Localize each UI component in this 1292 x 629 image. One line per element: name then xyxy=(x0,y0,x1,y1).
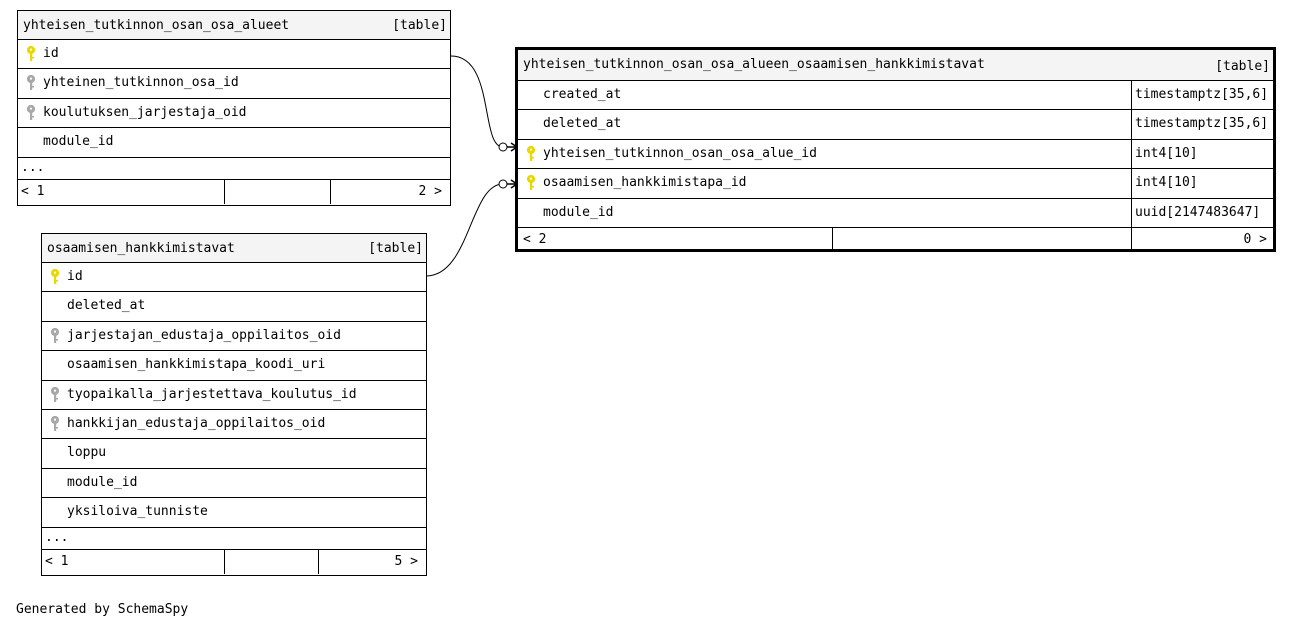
column-row[interactable]: osaamisen_hankkimistapa_id int4[10] xyxy=(518,169,1273,199)
column-row[interactable]: deleted_at xyxy=(42,292,426,322)
foreign-key-icon xyxy=(50,327,60,345)
table-name[interactable]: osaamisen_hankkimistavat xyxy=(47,241,235,256)
column-type: timestamptz[35,6] xyxy=(1131,110,1273,139)
column-name: deleted_at xyxy=(67,298,146,314)
table-footer: < 2 0 > xyxy=(518,227,1273,252)
relationship-end-circle xyxy=(498,142,508,152)
table-footer: < 1 5 > xyxy=(42,549,426,574)
table-kind: [table] xyxy=(368,241,423,256)
column-name: tyopaikalla_jarjestettava_koulutus_id xyxy=(67,386,357,402)
column-row[interactable]: deleted_at timestamptz[35,6] xyxy=(518,110,1273,140)
table-osa-alueet[interactable]: yhteisen_tutkinnon_osan_osa_alueet [tabl… xyxy=(17,10,451,206)
more-columns-ellipsis[interactable]: ... xyxy=(18,158,450,180)
column-name: jarjestajan_edustaja_oppilaitos_oid xyxy=(67,327,341,343)
column-name: yksiloiva_tunniste xyxy=(67,504,208,520)
column-type: timestamptz[35,6] xyxy=(1131,81,1273,110)
footer-parents[interactable]: < 2 xyxy=(518,228,832,252)
column-name: loppu xyxy=(67,445,107,461)
column-name: yhteisen_tutkinnon_osan_osa_alue_id xyxy=(543,145,817,161)
column-row[interactable]: yhteisen_tutkinnon_osan_osa_alue_id int4[… xyxy=(518,139,1273,170)
column-type: int4[10] xyxy=(1131,139,1273,169)
parents-count: < 1 xyxy=(21,183,45,199)
footer-middle xyxy=(832,227,1131,252)
children-count: 5 > xyxy=(394,553,418,569)
footer-parents[interactable]: < 1 xyxy=(42,550,224,574)
footer-middle xyxy=(224,179,330,204)
footer-middle xyxy=(224,549,318,574)
foreign-key-icon xyxy=(50,415,60,433)
table-header: yhteisen_tutkinnon_osan_osa_alueen_osaam… xyxy=(518,50,1273,81)
parents-count: < 1 xyxy=(45,553,69,569)
column-name: hankkijan_edustaja_oppilaitos_oid xyxy=(67,415,326,431)
primary-key-icon xyxy=(526,145,536,163)
parents-count: < 2 xyxy=(523,231,547,247)
column-row[interactable]: jarjestajan_edustaja_oppilaitos_oid xyxy=(42,322,426,352)
column-type: int4[10] xyxy=(1131,169,1273,198)
column-name: created_at xyxy=(543,87,622,102)
table-name[interactable]: yhteisen_tutkinnon_osan_osa_alueen_osaam… xyxy=(523,57,985,72)
table-kind: [table] xyxy=(1215,59,1270,74)
more-columns-ellipsis[interactable]: ... xyxy=(42,528,426,550)
table-header: osaamisen_hankkimistavat [table] xyxy=(42,234,426,263)
relationship-hankkimistapa xyxy=(425,183,504,277)
column-name: yhteinen_tutkinnon_osa_id xyxy=(43,75,239,91)
relationship-osa-alue xyxy=(450,55,504,148)
column-type: uuid[2147483647] xyxy=(1131,198,1273,227)
column-row[interactable]: id xyxy=(18,40,450,70)
table-header: yhteisen_tutkinnon_osan_osa_alueet [tabl… xyxy=(18,11,450,40)
column-row[interactable]: created_at timestamptz[35,6] xyxy=(518,81,1273,111)
generated-by-text: Generated by SchemaSpy xyxy=(16,602,189,617)
table-hankkimistavat[interactable]: osaamisen_hankkimistavat [table] id delet… xyxy=(41,233,427,576)
column-name: osaamisen_hankkimistapa_id xyxy=(543,175,747,191)
children-count: 2 > xyxy=(418,183,442,199)
footer-children[interactable]: 5 > xyxy=(318,549,426,574)
column-list: created_at timestamptz[35,6] deleted_at tim… xyxy=(518,81,1273,228)
column-row[interactable]: koulutuksen_jarjestaja_oid xyxy=(18,99,450,129)
column-row[interactable]: module_id uuid[2147483647] xyxy=(518,198,1273,228)
column-row[interactable]: id xyxy=(42,263,426,293)
column-row[interactable]: loppu xyxy=(42,439,426,469)
column-name: module_id xyxy=(543,204,614,220)
primary-key-icon xyxy=(50,268,60,286)
table-name[interactable]: yhteisen_tutkinnon_osan_osa_alueet xyxy=(23,18,290,33)
column-name: id xyxy=(43,46,59,61)
primary-key-icon xyxy=(526,174,536,192)
foreign-key-icon xyxy=(50,386,60,404)
column-name: deleted_at xyxy=(543,116,622,132)
column-row[interactable]: yksiloiva_tunniste xyxy=(42,498,426,528)
primary-key-icon xyxy=(26,45,36,63)
column-row[interactable]: module_id xyxy=(42,469,426,499)
children-count: 0 > xyxy=(1243,231,1267,247)
foreign-key-icon xyxy=(26,74,36,92)
foreign-key-icon xyxy=(26,104,36,122)
column-name: osaamisen_hankkimistapa_koodi_uri xyxy=(67,357,326,373)
column-name: module_id xyxy=(43,134,114,150)
column-list: id yhteinen_tutkinnon_osa_id koulutuksen_j… xyxy=(18,40,450,158)
column-row[interactable]: hankkijan_edustaja_oppilaitos_oid xyxy=(42,410,426,440)
column-row[interactable]: yhteinen_tutkinnon_osa_id xyxy=(18,69,450,99)
footer-children[interactable]: 2 > xyxy=(330,179,450,204)
column-row[interactable]: tyopaikalla_jarjestettava_koulutus_id xyxy=(42,381,426,410)
footer-parents[interactable]: < 1 xyxy=(18,180,224,204)
relationship-end-circle xyxy=(498,179,508,189)
table-kind: [table] xyxy=(392,18,447,33)
column-name: module_id xyxy=(67,474,138,490)
column-row[interactable]: module_id xyxy=(18,128,450,158)
footer-children[interactable]: 0 > xyxy=(1131,227,1273,252)
column-row[interactable]: osaamisen_hankkimistapa_koodi_uri xyxy=(42,351,426,381)
table-footer: < 1 2 > xyxy=(18,179,450,204)
column-name: id xyxy=(67,269,83,284)
table-join[interactable]: yhteisen_tutkinnon_osan_osa_alueen_osaam… xyxy=(515,47,1276,252)
column-list: id deleted_at jarjestajan_edustaja_oppilai… xyxy=(42,263,426,528)
column-name: koulutuksen_jarjestaja_oid xyxy=(43,104,247,120)
